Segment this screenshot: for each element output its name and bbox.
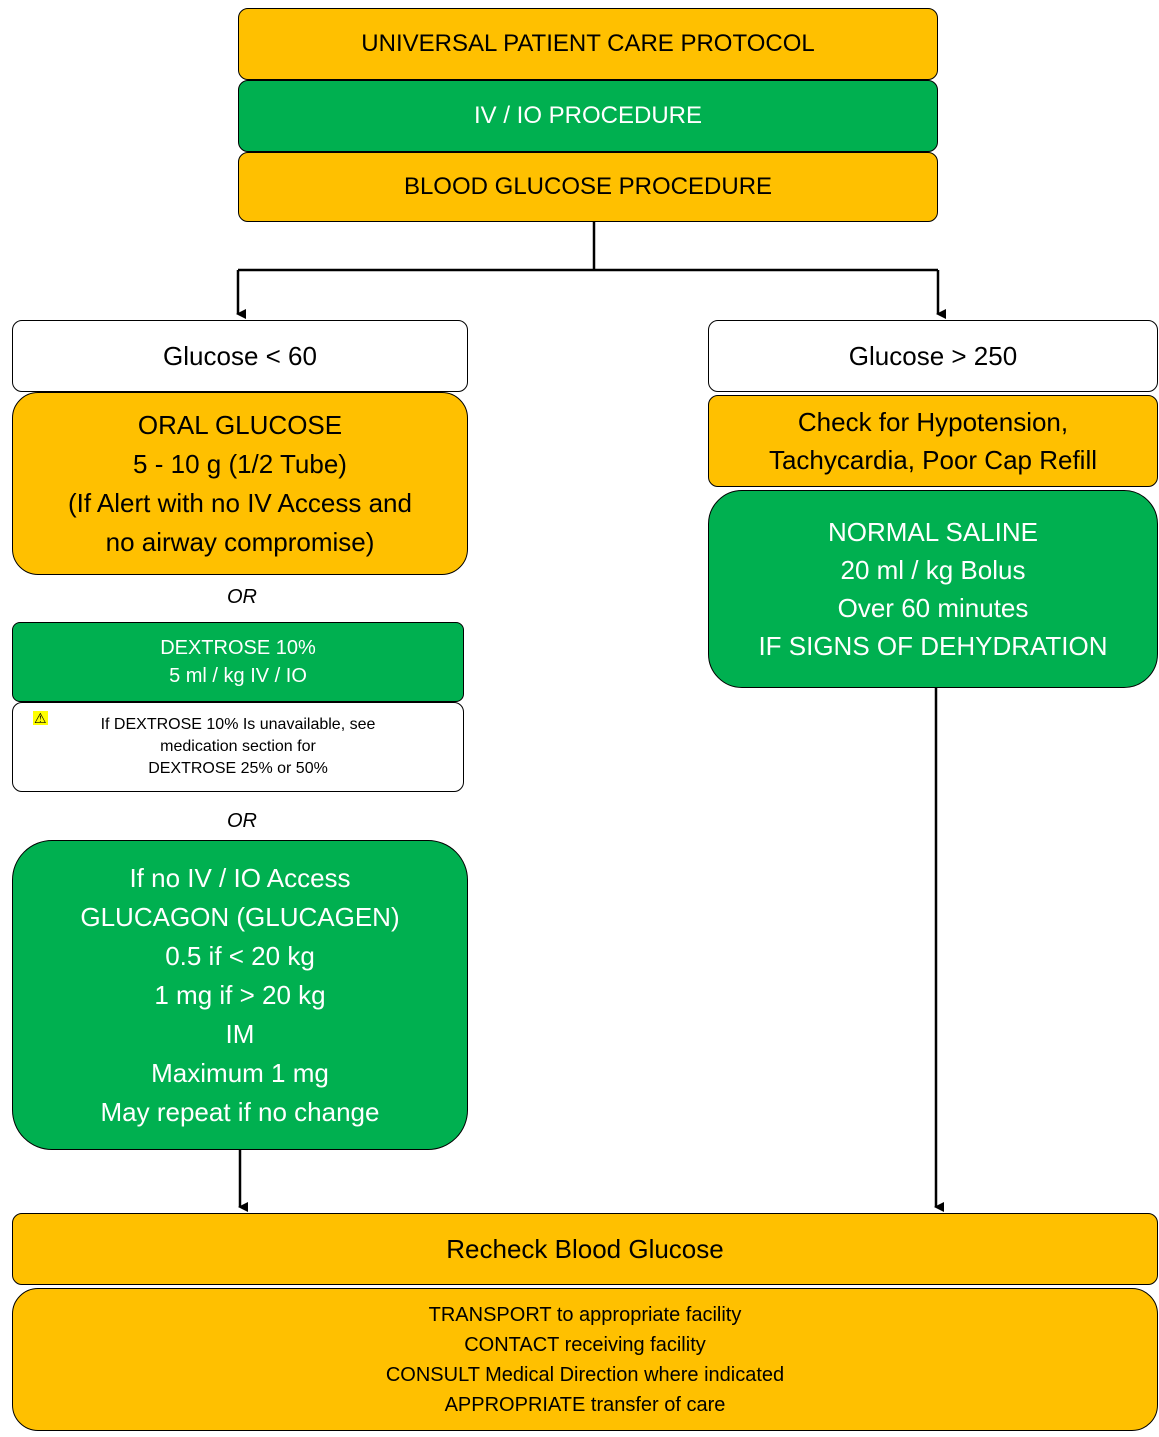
hypotension-check-line: Check for Hypotension, [797, 407, 1069, 437]
glucagon-line: If no IV / IO Access [129, 862, 351, 893]
transport-line: APPROPRIATE transfer of care [444, 1393, 726, 1416]
glucose-low-label: Glucose < 60 [163, 340, 317, 371]
dextrose-warning-line: medication section for [160, 738, 316, 755]
oral-glucose-line: ORAL GLUCOSE [137, 409, 343, 440]
glucose-high-label: Glucose > 250 [848, 340, 1018, 371]
oral-glucose-line: 5 - 10 g (1/2 Tube) [133, 448, 347, 479]
normal-saline-line: NORMAL SALINE [828, 517, 1038, 547]
normal-saline-line: IF SIGNS OF DEHYDRATION [758, 631, 1108, 661]
transport-line: CONTACT receiving facility [464, 1333, 706, 1356]
recheck-glucose-box: Recheck Blood Glucose [12, 1213, 1158, 1285]
recheck-glucose-label: Recheck Blood Glucose [446, 1233, 724, 1264]
normal-saline-box: NORMAL SALINE 20 ml / kg Bolus Over 60 m… [708, 490, 1158, 688]
oral-glucose-line: no airway compromise) [105, 526, 375, 557]
dextrose-line: 5 ml / kg IV / IO [169, 665, 307, 687]
or-label: OR [227, 586, 257, 608]
glucagon-line: IM [225, 1018, 255, 1049]
dextrose-warning-box: ⚠ If DEXTROSE 10% Is unavailable, see me… [12, 702, 464, 792]
hypotension-check-box: Check for Hypotension, Tachycardia, Poor… [708, 395, 1158, 487]
or-label: OR [227, 810, 257, 832]
normal-saline-line: 20 ml / kg Bolus [840, 555, 1026, 585]
glucagon-line: GLUCAGON (GLUCAGEN) [80, 901, 400, 932]
normal-saline-line: Over 60 minutes [837, 593, 1029, 623]
dextrose-warning-line: DEXTROSE 25% or 50% [148, 760, 328, 777]
hypotension-check-line: Tachycardia, Poor Cap Refill [768, 445, 1098, 475]
dextrose-warning-line: If DEXTROSE 10% Is unavailable, see [100, 716, 376, 733]
blood-glucose-procedure-box: BLOOD GLUCOSE PROCEDURE [238, 152, 938, 222]
glucagon-line: May repeat if no change [100, 1096, 380, 1127]
oral-glucose-box: ORAL GLUCOSE 5 - 10 g (1/2 Tube) (If Ale… [12, 392, 468, 575]
iv-io-procedure-box: IV / IO PROCEDURE [238, 80, 938, 152]
blood-glucose-procedure-label: BLOOD GLUCOSE PROCEDURE [403, 173, 773, 200]
iv-io-procedure-label: IV / IO PROCEDURE [473, 102, 703, 129]
oral-glucose-line: (If Alert with no IV Access and [68, 487, 412, 518]
glucagon-line: Maximum 1 mg [151, 1057, 329, 1088]
universal-patient-care-box: UNIVERSAL PATIENT CARE PROTOCOL [238, 8, 938, 80]
transport-line: TRANSPORT to appropriate facility [428, 1303, 742, 1326]
universal-patient-care-label: UNIVERSAL PATIENT CARE PROTOCOL [361, 30, 815, 57]
glucagon-line: 0.5 if < 20 kg [165, 940, 315, 971]
dextrose-box: DEXTROSE 10% 5 ml / kg IV / IO [12, 622, 464, 702]
glucose-high-box: Glucose > 250 [708, 320, 1158, 392]
glucagon-line: 1 mg if > 20 kg [154, 979, 326, 1010]
glucagon-box: If no IV / IO Access GLUCAGON (GLUCAGEN)… [12, 840, 468, 1150]
transport-line: CONSULT Medical Direction where indicate… [385, 1363, 785, 1386]
transport-box: TRANSPORT to appropriate facility CONTAC… [12, 1288, 1158, 1431]
dextrose-line: DEXTROSE 10% [160, 637, 316, 659]
warning-icon: ⚠ [33, 710, 48, 726]
glucose-low-box: Glucose < 60 [12, 320, 468, 392]
